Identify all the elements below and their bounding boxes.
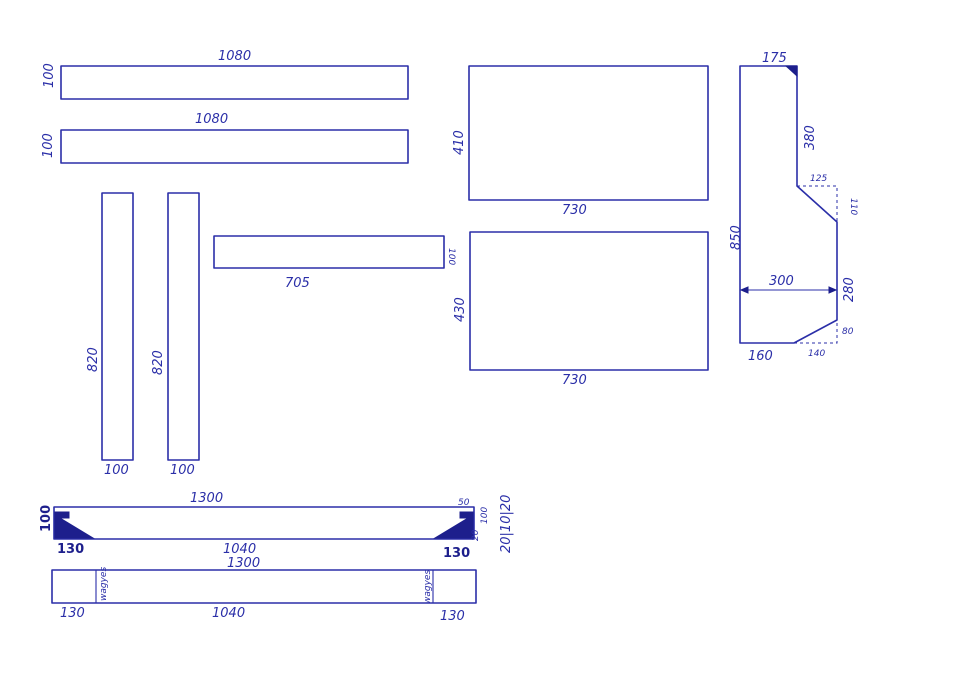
side-notch-width-label: 125 bbox=[810, 174, 827, 184]
beam-right-gusset bbox=[433, 514, 474, 539]
side-bottom-chamfer-label: 140 bbox=[808, 349, 825, 359]
bar-1080-b: 1080 100 bbox=[41, 112, 409, 164]
side-panel-corner-mark bbox=[784, 65, 798, 78]
bar-1080-a-outline bbox=[60, 65, 409, 100]
side-panel-chamfer-guide bbox=[794, 320, 838, 344]
post-820-b-length-label: 820 bbox=[151, 350, 166, 375]
rail-705-length-label: 705 bbox=[285, 276, 310, 291]
rail-705-outline bbox=[213, 235, 445, 269]
post-820-b-outline bbox=[167, 192, 200, 461]
panel-430-outline bbox=[469, 231, 709, 371]
side-panel-arrow-right bbox=[828, 286, 838, 294]
beam-1300: 1300 100 1040 130 130 50 20 100 20|10|20 bbox=[39, 491, 514, 561]
side-top-label: 175 bbox=[762, 51, 787, 66]
side-chamfer-height-label: 80 bbox=[842, 327, 854, 337]
side-panel-outline bbox=[739, 65, 838, 344]
beam-end-left-label: 130 bbox=[57, 542, 84, 557]
base-length-label: 1300 bbox=[227, 556, 260, 571]
beam-height-label: 100 bbox=[39, 505, 54, 532]
side-lower-label: 280 bbox=[842, 277, 857, 302]
base-end-right-label: 130 bbox=[440, 609, 465, 624]
beam-small-100-label: 100 bbox=[480, 507, 490, 524]
bar-1080-a-length-label: 1080 bbox=[218, 49, 251, 64]
beam-stack-label: 20|10|20 bbox=[499, 495, 514, 553]
side-width-label: 300 bbox=[769, 274, 794, 289]
rail-705: 705 100 bbox=[213, 235, 456, 291]
panel-410x730: 410 730 bbox=[452, 65, 709, 218]
bar-1080-b-length-label: 1080 bbox=[195, 112, 228, 127]
post-820-a: 820 100 bbox=[86, 192, 134, 478]
beam-inner-label: 1040 bbox=[223, 542, 256, 557]
panel-430-height-label: 430 bbox=[453, 297, 468, 322]
rail-705-height-label: 100 bbox=[446, 248, 456, 265]
bar-1080-b-outline bbox=[60, 129, 409, 164]
panel-410-height-label: 410 bbox=[452, 130, 467, 155]
side-panel-arrow-left bbox=[739, 286, 749, 294]
beam-1300-outline bbox=[53, 506, 475, 540]
base-end-left-label: 130 bbox=[60, 606, 85, 621]
panel-410-width-label: 730 bbox=[562, 203, 587, 218]
beam-end-right-label: 130 bbox=[443, 546, 470, 561]
beam-small-20-label: 20 bbox=[471, 529, 481, 541]
base-1300-outline bbox=[51, 569, 477, 604]
beam-length-label: 1300 bbox=[190, 491, 223, 506]
base-mark-left-label: wagyes bbox=[99, 567, 109, 601]
side-upper-label: 380 bbox=[803, 125, 818, 150]
base-mark-right-label: wagyes bbox=[423, 570, 433, 604]
bar-1080-a: 1080 100 bbox=[42, 49, 409, 100]
post-820-b-width-label: 100 bbox=[170, 463, 195, 478]
base-1300: 1300 1040 130 130 wagyes wagyes bbox=[51, 556, 477, 624]
beam-right-notch bbox=[459, 511, 474, 519]
base-inner-label: 1040 bbox=[212, 606, 245, 621]
bar-1080-b-height-label: 100 bbox=[41, 133, 56, 158]
beam-small-50-label: 50 bbox=[458, 498, 470, 508]
bar-1080-a-height-label: 100 bbox=[42, 63, 57, 88]
side-notch-height-label: 110 bbox=[848, 198, 858, 215]
panel-430-width-label: 730 bbox=[562, 373, 587, 388]
side-height-label: 850 bbox=[729, 225, 744, 250]
post-820-a-outline bbox=[101, 192, 134, 461]
side-bottom-left-label: 160 bbox=[748, 349, 773, 364]
panel-430x730: 430 730 bbox=[453, 231, 709, 388]
beam-left-gusset bbox=[54, 514, 95, 539]
side-panel-notch-guide bbox=[797, 185, 838, 222]
post-820-a-length-label: 820 bbox=[86, 347, 101, 372]
beam-left-notch bbox=[54, 511, 70, 519]
post-820-b: 820 100 bbox=[151, 192, 200, 478]
side-panel-profile: 175 380 125 110 850 300 280 160 140 80 bbox=[729, 51, 858, 364]
post-820-a-width-label: 100 bbox=[104, 463, 129, 478]
panel-410-outline bbox=[468, 65, 709, 201]
